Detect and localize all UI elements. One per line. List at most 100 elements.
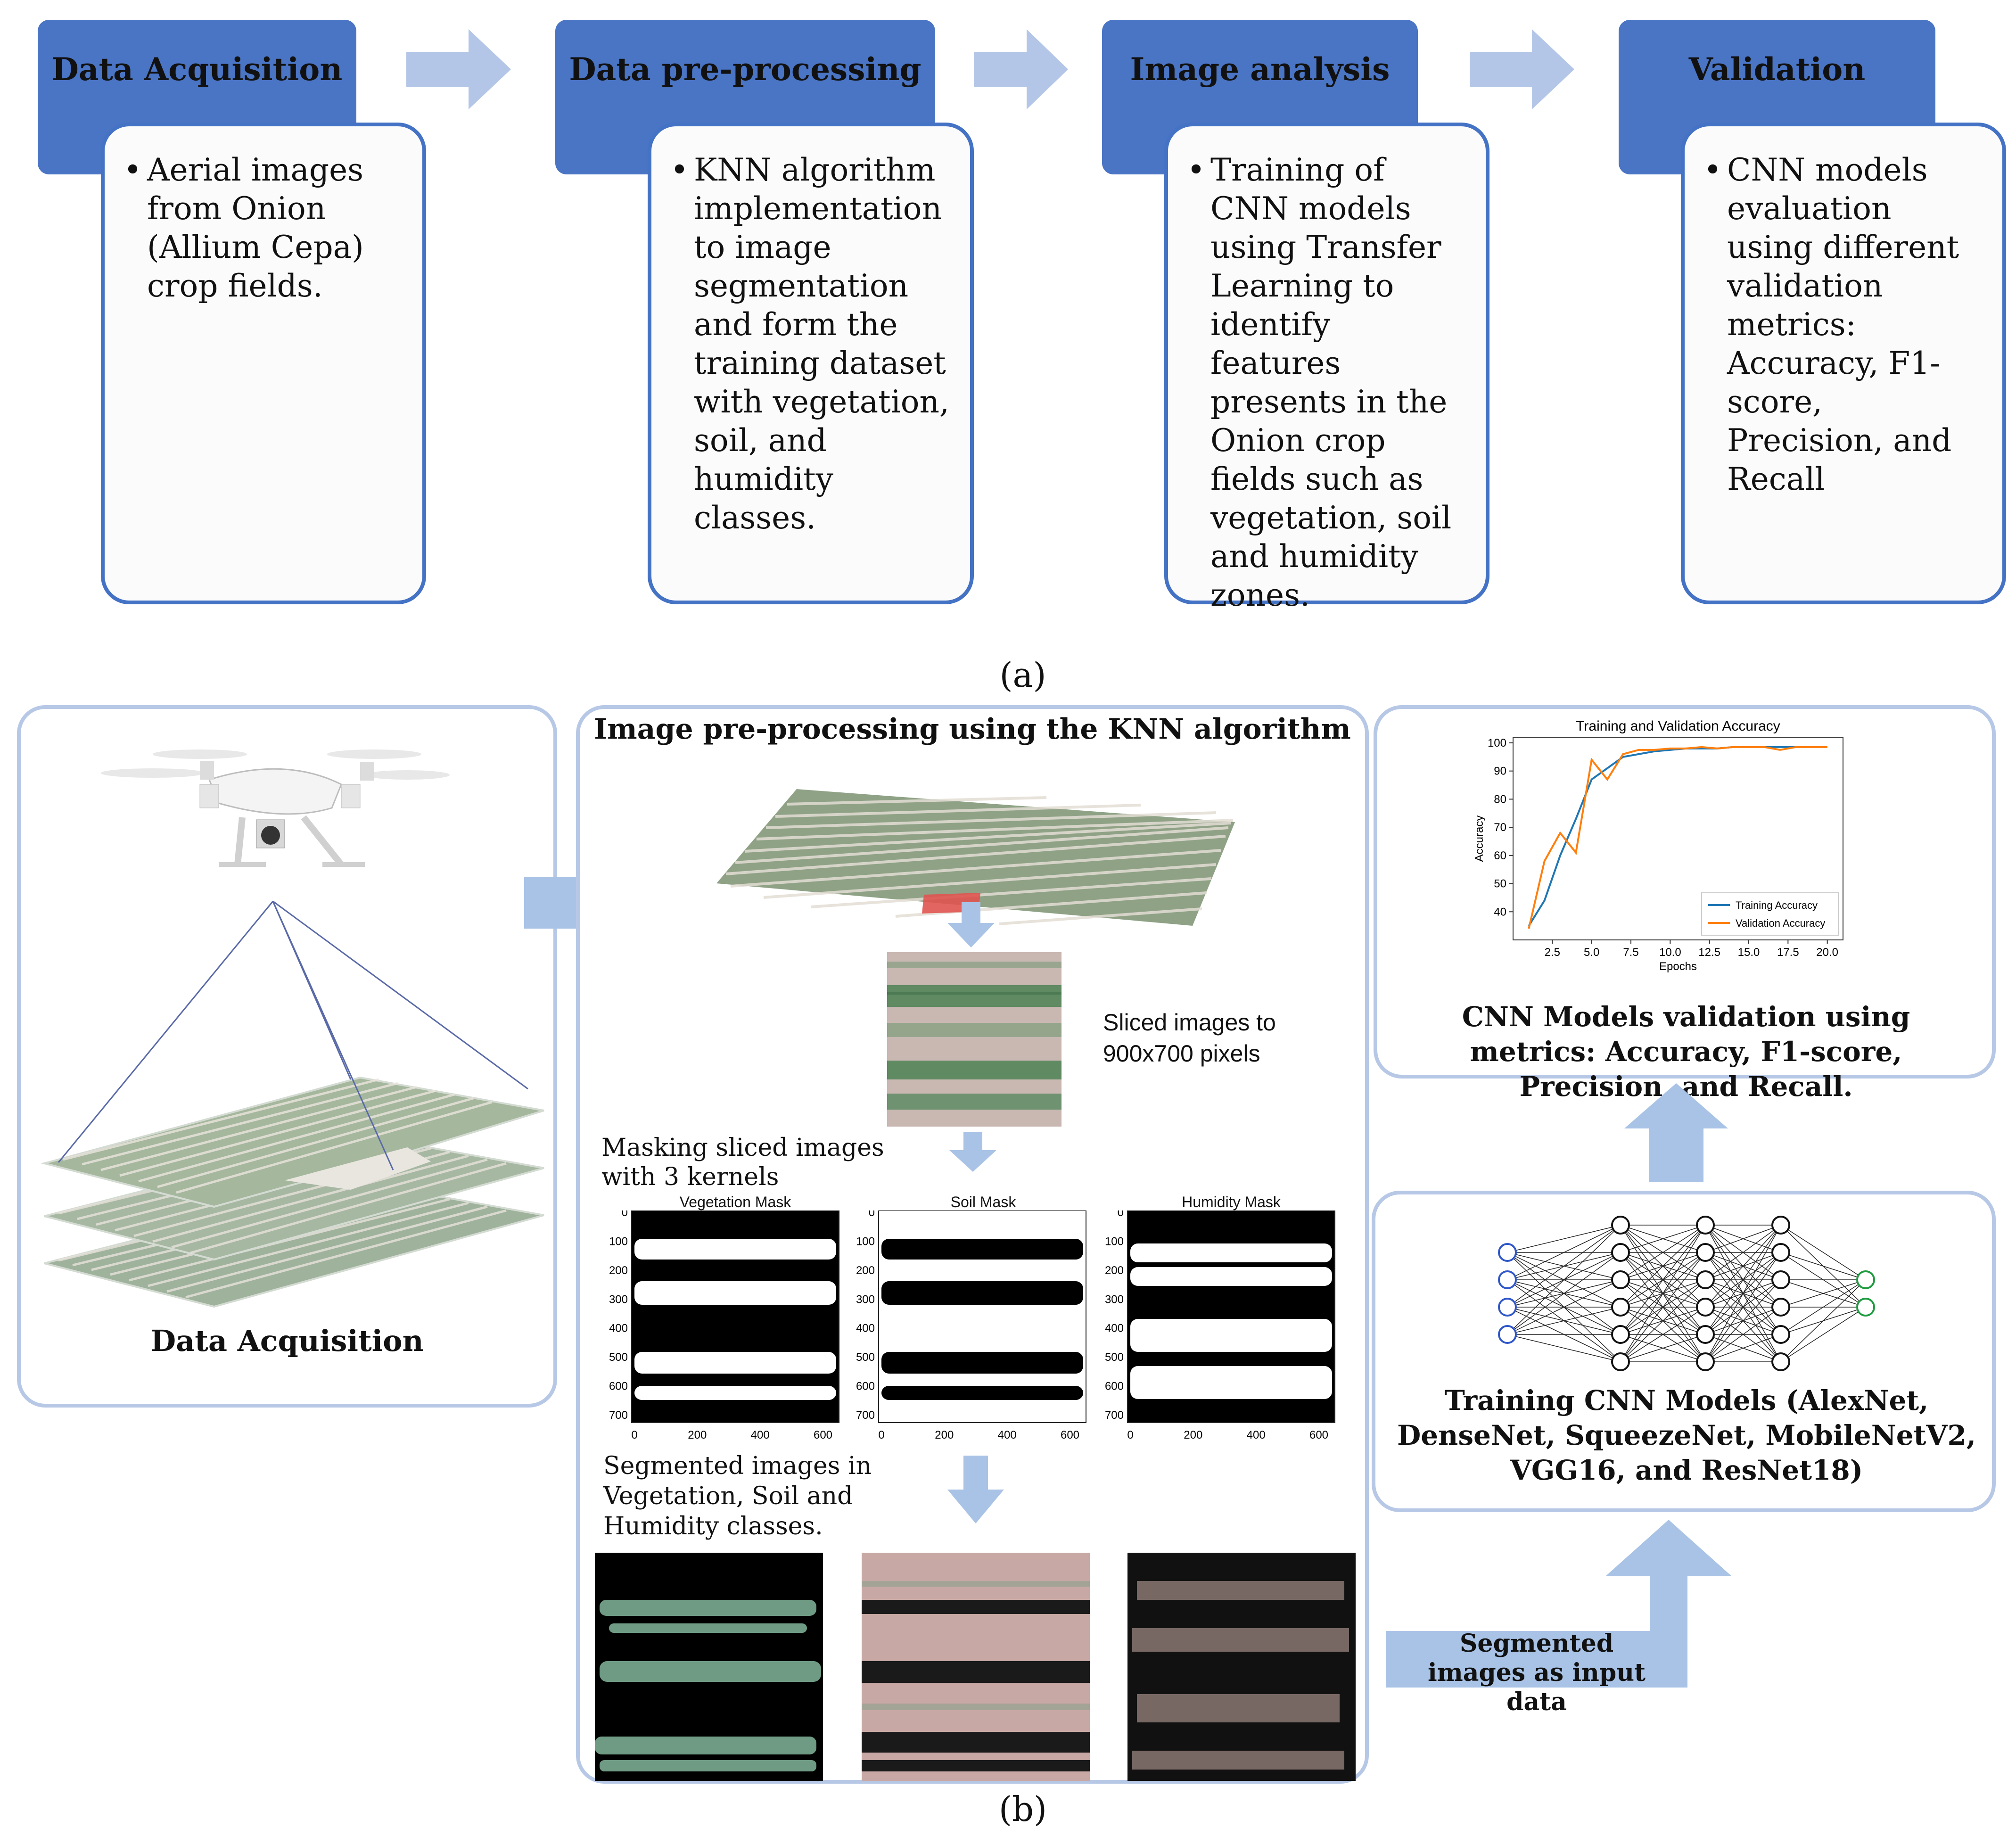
mask-x-tick: 400 — [998, 1429, 1017, 1441]
mask-y-tick: 500 — [856, 1351, 875, 1364]
nn-connection — [1705, 1225, 1781, 1308]
mask-band — [634, 1239, 836, 1260]
neural-network-icon — [1498, 1216, 1875, 1371]
step-2-text: KNN algorithm implementation to image se… — [670, 151, 951, 537]
field-layer-top — [41, 1076, 544, 1208]
step-1-card: Aerial images from Onion (Allium Cepa) c… — [101, 123, 426, 604]
mask-x-tick: 600 — [814, 1429, 832, 1441]
nn-connection — [1507, 1225, 1621, 1280]
mask-y-tick: 400 — [856, 1322, 875, 1335]
mask-x-tick: 0 — [1127, 1429, 1133, 1441]
mask-x-tick: 400 — [751, 1429, 770, 1441]
nn-node — [1771, 1352, 1790, 1371]
arrow-down-icon — [947, 902, 995, 947]
y-tick-label: 100 — [1488, 737, 1506, 749]
preprocessing-panel: Image pre-processing using the KNN algor… — [576, 705, 1369, 1784]
nn-connection — [1620, 1334, 1706, 1362]
nn-connection — [1780, 1307, 1866, 1362]
mask-y-tick: 300 — [1105, 1293, 1124, 1306]
x-tick-label: 7.5 — [1623, 946, 1638, 959]
mask-band — [881, 1239, 1083, 1260]
masking-label: Masking sliced images with 3 kernels — [601, 1134, 884, 1191]
nn-node — [1696, 1243, 1715, 1262]
camera-projection-lines — [58, 900, 528, 1170]
mask-x-tick: 600 — [1061, 1429, 1079, 1441]
arrow-right-icon — [1470, 29, 1574, 109]
nn-node — [1611, 1298, 1630, 1317]
mask-band — [881, 1281, 1083, 1305]
mask-y-tick: 100 — [1105, 1235, 1124, 1248]
mask-x-tick: 200 — [935, 1429, 954, 1441]
step-1-title: Data Acquisition — [51, 51, 343, 88]
nn-connection — [1507, 1334, 1621, 1362]
mask-band — [1130, 1366, 1332, 1399]
mask-x-tick: 200 — [1184, 1429, 1202, 1441]
nn-node — [1696, 1352, 1715, 1371]
nn-connection — [1705, 1334, 1781, 1362]
nn-connection — [1620, 1252, 1706, 1362]
x-tick-label: 5.0 — [1584, 946, 1599, 959]
nn-connection — [1705, 1225, 1781, 1335]
training-label: Training CNN Models (AlexNet, DenseNet, … — [1397, 1384, 1976, 1486]
arrow-right-icon — [406, 29, 511, 109]
mask-y-tick: 0 — [622, 1210, 628, 1219]
nn-connection — [1780, 1252, 1866, 1280]
mask-band — [634, 1386, 836, 1400]
mask-title-humidity: Humidity Mask — [1182, 1194, 1281, 1210]
nn-connection — [1620, 1225, 1706, 1335]
legend-label: Validation Accuracy — [1736, 917, 1825, 929]
nn-connection — [1507, 1225, 1621, 1253]
step-3-title: Image analysis — [1130, 51, 1390, 88]
mask-y-tick: 300 — [609, 1293, 628, 1306]
drone-icon — [101, 749, 450, 867]
mask-y-tick: 500 — [1105, 1351, 1124, 1364]
mask-y-tick: 700 — [609, 1409, 628, 1422]
x-tick-label: 2.5 — [1545, 946, 1560, 959]
mask-band — [1130, 1267, 1332, 1286]
nn-connection — [1507, 1252, 1621, 1335]
mask-x-tick: 0 — [878, 1429, 884, 1441]
sliced-label: Sliced images to 900x700 pixels — [1103, 1009, 1276, 1067]
mask-y-tick: 300 — [856, 1293, 875, 1306]
series-line-validation — [1528, 746, 1827, 929]
nn-connection — [1620, 1225, 1706, 1308]
y-tick-label: 70 — [1494, 821, 1506, 834]
nn-connection — [1507, 1225, 1621, 1335]
nn-connection — [1705, 1225, 1781, 1253]
preprocessing-title: Image pre-processing using the KNN algor… — [594, 713, 1351, 746]
step-4-card: CNN models evaluation using different va… — [1681, 123, 2006, 604]
mask-band — [1130, 1243, 1332, 1262]
x-tick-label: 15.0 — [1738, 946, 1760, 959]
caption-b: (b) — [998, 1789, 1047, 1829]
y-tick-label: 80 — [1494, 793, 1506, 806]
nn-connection — [1507, 1279, 1621, 1335]
segmented-vegetation-image — [595, 1553, 823, 1781]
legend-label: Training Accuracy — [1736, 899, 1818, 911]
nn-node — [1696, 1325, 1715, 1344]
mask-y-tick: 500 — [609, 1351, 628, 1364]
x-tick-label: 12.5 — [1698, 946, 1720, 959]
mask-band — [1130, 1319, 1332, 1352]
mask-y-tick: 200 — [1105, 1264, 1124, 1277]
x-tick-label: 17.5 — [1777, 946, 1799, 959]
nn-node — [1771, 1243, 1790, 1262]
nn-node — [1771, 1216, 1790, 1235]
segmented-humidity-image — [1127, 1553, 1356, 1781]
segmented-soil-image — [862, 1553, 1090, 1781]
mask-y-tick: 700 — [856, 1409, 875, 1422]
nn-node — [1771, 1298, 1790, 1317]
nn-connection — [1620, 1307, 1706, 1362]
acquisition-label: Data Acquisition — [150, 1324, 424, 1358]
nn-node — [1611, 1352, 1630, 1371]
nn-node — [1696, 1270, 1715, 1289]
nn-connection — [1620, 1225, 1706, 1280]
mask-y-tick: 200 — [609, 1264, 628, 1277]
arrow-down-icon — [949, 1132, 996, 1172]
arrow-up-icon — [1624, 1083, 1728, 1182]
mask-x-tick: 200 — [688, 1429, 707, 1441]
mask-y-tick: 100 — [609, 1235, 628, 1248]
nn-connection — [1780, 1279, 1866, 1308]
step-4-text: CNN models evaluation using different va… — [1703, 151, 1983, 499]
nn-connection — [1780, 1279, 1866, 1335]
mask-x-tick: 600 — [1309, 1429, 1328, 1441]
